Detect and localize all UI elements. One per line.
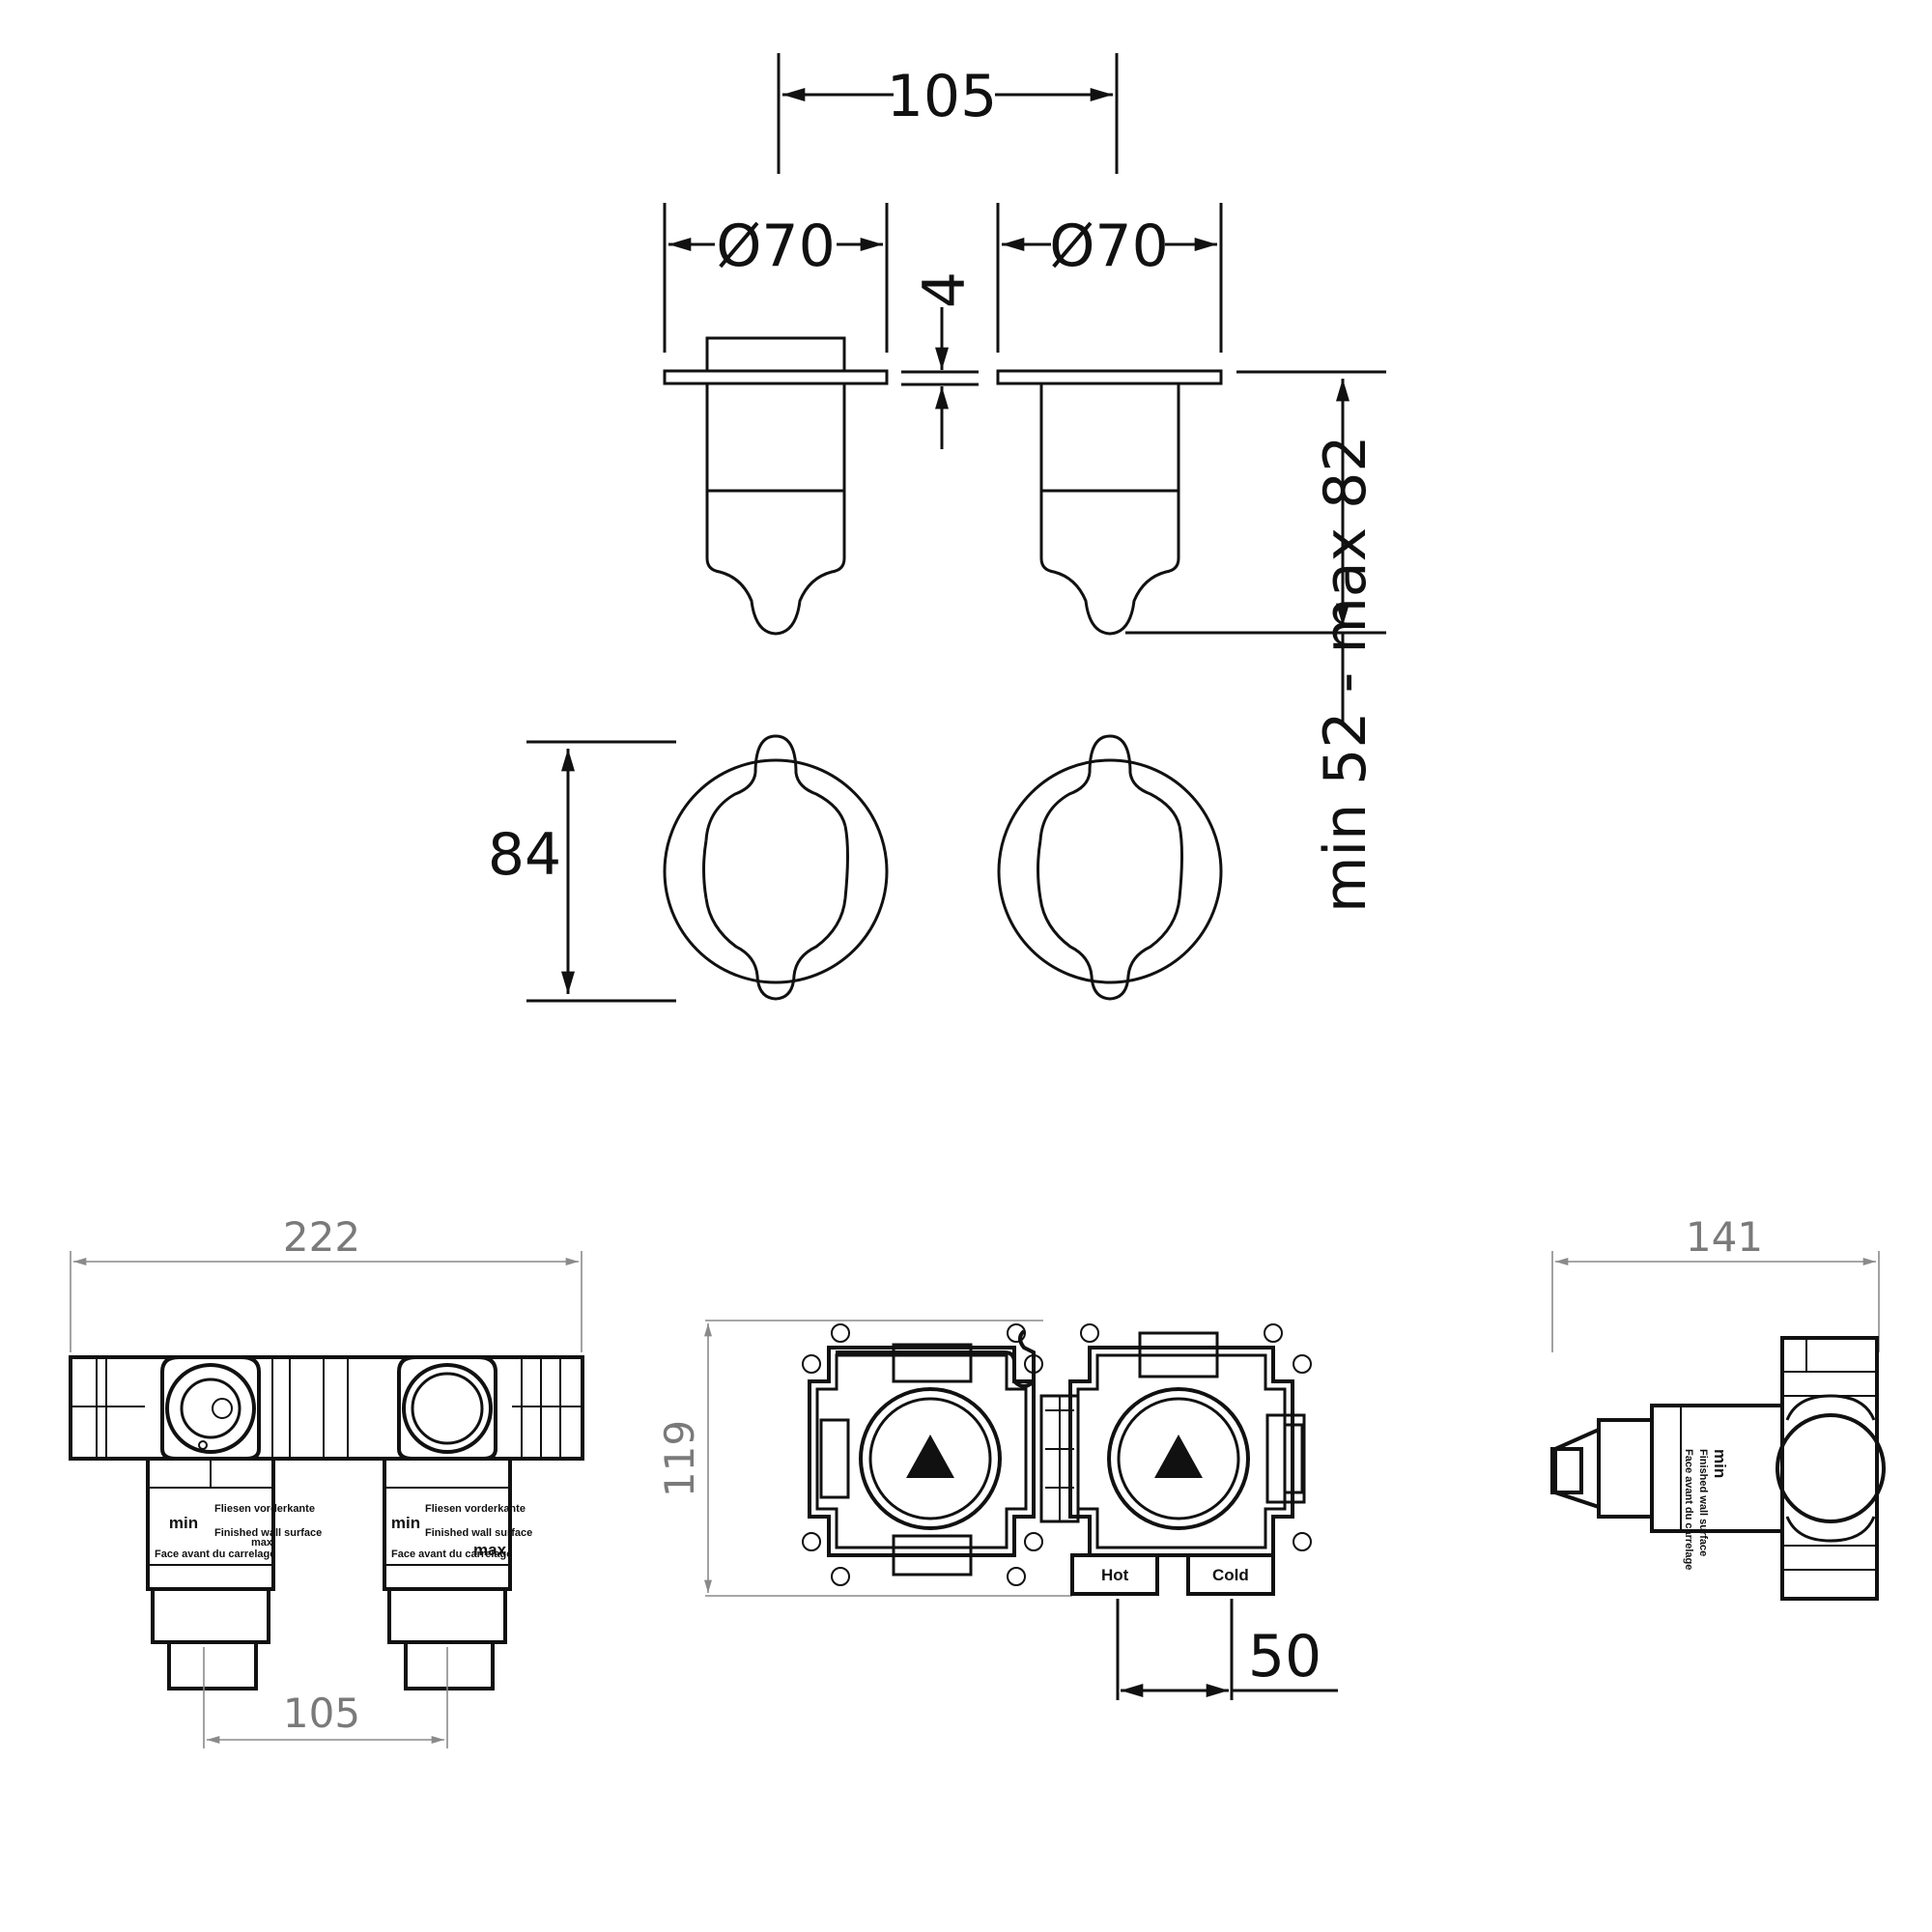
height-label: 84	[488, 821, 561, 889]
left-max-label: max	[251, 1537, 273, 1548]
right-face-avant-label: Face avant du carrelage	[391, 1548, 512, 1560]
frame-height-dimension: 119	[656, 1320, 1072, 1597]
plate-thickness-label: 4	[911, 271, 979, 308]
side-finished-wall-label: Finished wall surface	[1697, 1449, 1709, 1556]
body-spacing-dimension: 105	[203, 1647, 448, 1748]
body-spacing-label: 105	[283, 1690, 360, 1737]
height-dimension: 84	[488, 740, 676, 1003]
right-min-label: min	[391, 1514, 420, 1532]
body-depth-dimension: 141	[1551, 1213, 1880, 1352]
body-width-label: 222	[283, 1213, 360, 1261]
inlet-spacing-dimension: 50	[1116, 1599, 1338, 1700]
right-max-label: max	[473, 1541, 507, 1559]
left-handle-side	[663, 336, 889, 636]
right-handle-front	[997, 734, 1223, 1001]
right-finished-wall-label: Finished wall surface	[425, 1527, 532, 1539]
right-valve-cartridge: min Fliesen vorderkante Finished wall su…	[383, 1355, 532, 1690]
diameter-left-label: Ø70	[716, 213, 836, 280]
left-valve-cartridge: min Fliesen vorderkante Finished wall su…	[146, 1355, 322, 1690]
left-fliesen-label: Fliesen vorderkante	[214, 1503, 315, 1515]
right-handle-side	[996, 369, 1223, 636]
hot-label: Hot	[1101, 1566, 1129, 1584]
top-spacing-dimension: 105	[777, 53, 1119, 174]
diameter-left-dimension: Ø70	[663, 203, 889, 353]
inlet-spacing-label: 50	[1248, 1623, 1321, 1690]
frame-connector	[1039, 1394, 1080, 1523]
left-finished-wall-label: Finished wall surface	[214, 1527, 322, 1539]
mounting-frame: 119	[656, 1320, 1338, 1700]
right-frame	[1068, 1323, 1312, 1557]
side-face-avant-label: Face avant du carrelage	[1683, 1449, 1694, 1570]
projection-dimension: min 52 - max 82	[1125, 370, 1386, 913]
diameter-right-label: Ø70	[1049, 213, 1169, 280]
valve-body-front: 222 min Fliesen vorderkante Finished wal…	[69, 1213, 584, 1748]
body-width-dimension: 222	[70, 1213, 582, 1352]
handle-front-view: 84	[488, 734, 1223, 1003]
valve-body-side: 141 min Finished wall surface Face avant…	[1550, 1213, 1886, 1601]
left-frame	[802, 1323, 1043, 1586]
frame-height-label: 119	[656, 1420, 703, 1497]
inlets: Hot Cold	[1070, 1553, 1275, 1596]
right-fliesen-label: Fliesen vorderkante	[425, 1503, 526, 1515]
left-handle-front	[663, 734, 889, 1001]
diameter-right-dimension: Ø70	[996, 203, 1223, 353]
left-face-avant-label: Face avant du carrelage	[155, 1548, 275, 1560]
body-depth-label: 141	[1686, 1213, 1763, 1261]
left-min-label: min	[169, 1514, 198, 1532]
projection-label: min 52 - max 82	[1312, 435, 1379, 913]
side-min-label: min	[1711, 1449, 1729, 1478]
cold-label: Cold	[1212, 1566, 1249, 1584]
handle-side-view: 105 Ø70 Ø70 4	[663, 53, 1386, 913]
plate-thickness-dimension: 4	[901, 271, 979, 449]
top-spacing-label: 105	[887, 63, 998, 130]
